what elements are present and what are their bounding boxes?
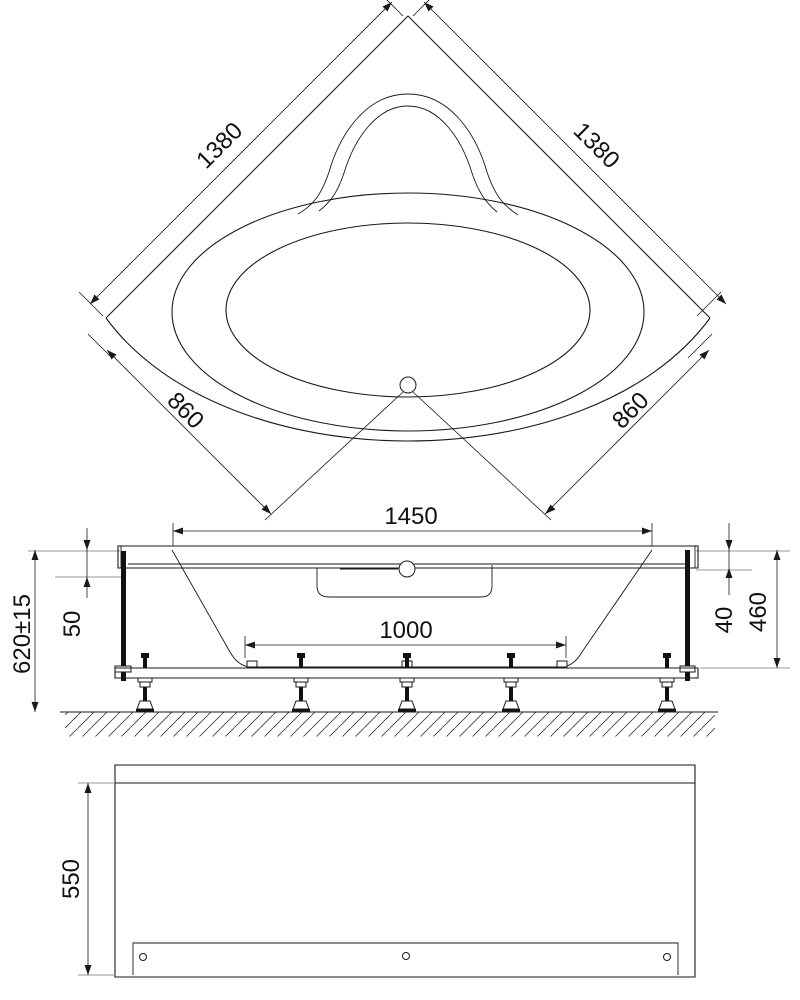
dim-550: 550 [58, 782, 115, 976]
rim-band [117, 545, 699, 569]
dim-620: 620±15 [9, 550, 39, 712]
dim-860-left: 860 [87, 333, 272, 515]
panel-outline [114, 764, 696, 978]
drain-circle-elevation [398, 560, 416, 578]
screw-hole-left [139, 953, 147, 961]
adjustable-feet [136, 653, 676, 712]
dim-1380-right: 1380 [412, 0, 727, 317]
basin-inner-oval [225, 222, 591, 398]
dim-label-1000: 1000 [379, 617, 432, 644]
front-view: 550 [58, 764, 696, 978]
dim-label-50: 50 [59, 611, 86, 638]
dim-40: 40 [711, 523, 738, 633]
dim-label-1450: 1450 [384, 503, 437, 530]
dim-label-460: 460 [745, 592, 772, 632]
dim-1000: 1000 [244, 617, 567, 658]
side-view: 1450 1000 620±15 50 [9, 503, 790, 737]
dim-460: 460 [745, 550, 781, 668]
foot [292, 653, 310, 712]
dim-label-40: 40 [711, 607, 738, 634]
drain-ray-left [264, 391, 404, 521]
screw-hole-center [402, 952, 410, 960]
dim-1450: 1450 [172, 503, 653, 546]
dim-50: 50 [59, 528, 91, 637]
dim-label-620: 620±15 [9, 594, 36, 674]
dim-label-1380-right: 1380 [568, 117, 625, 174]
headrest-outer [297, 93, 519, 216]
dim-label-550: 550 [58, 859, 85, 899]
headrest-inner [318, 105, 498, 213]
dim-860-right: 860 [544, 333, 713, 515]
tub-front-edge [105, 317, 711, 442]
support-pad [246, 660, 258, 668]
foot [502, 653, 520, 712]
wall-bracket-left [121, 551, 126, 681]
foot [136, 653, 154, 712]
dim-label-860-left: 860 [162, 387, 209, 434]
support-pad [556, 660, 568, 668]
drain-circle-plan [399, 376, 417, 394]
foot [398, 653, 416, 712]
wall-bracket-right [685, 550, 690, 681]
panel-plinth [132, 942, 679, 975]
dim-label-1380-left: 1380 [191, 117, 248, 174]
drain-ray-right [412, 391, 552, 521]
tub-wall-edges [105, 15, 711, 319]
dim-1380-left: 1380 [78, 0, 404, 317]
screw-hole-right [663, 953, 671, 961]
frame-rail [114, 667, 699, 679]
floor-hatching [65, 712, 715, 737]
top-view: 1380 1380 860 860 [78, 0, 727, 521]
dim-label-860-right: 860 [607, 387, 654, 434]
foot [658, 653, 676, 712]
basin-outer-oval [171, 192, 645, 432]
headrest-elevation [316, 565, 493, 598]
